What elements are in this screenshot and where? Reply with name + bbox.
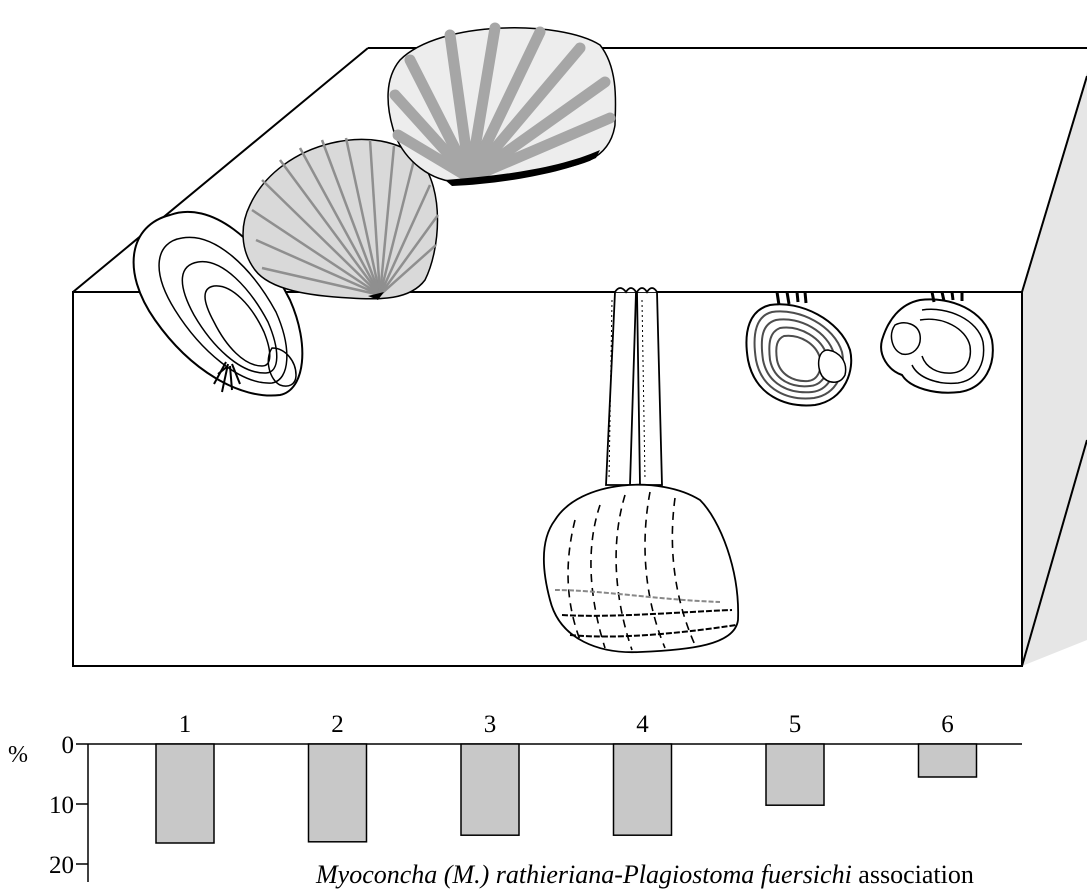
bar bbox=[461, 744, 519, 835]
category-label: 2 bbox=[331, 711, 344, 738]
bar bbox=[919, 744, 977, 777]
figure-caption: Myoconcha (M.) rathieriana-Plagiostoma f… bbox=[0, 860, 1087, 890]
bar bbox=[766, 744, 824, 805]
category-label: 5 bbox=[789, 711, 802, 738]
bar bbox=[614, 744, 672, 835]
category-label: 3 bbox=[484, 711, 497, 738]
y-tick-label: 0 bbox=[62, 732, 75, 759]
bar bbox=[309, 744, 367, 842]
caption-taxa: Myoconcha (M.) rathieriana-Plagiostoma f… bbox=[316, 860, 852, 889]
category-label: 4 bbox=[636, 711, 649, 738]
y-tick-label: 10 bbox=[49, 792, 74, 819]
category-label: 1 bbox=[179, 711, 192, 738]
bar bbox=[156, 744, 214, 843]
y-axis-label: % bbox=[8, 742, 28, 768]
category-label: 6 bbox=[941, 711, 954, 738]
caption-suffix: association bbox=[852, 860, 974, 889]
